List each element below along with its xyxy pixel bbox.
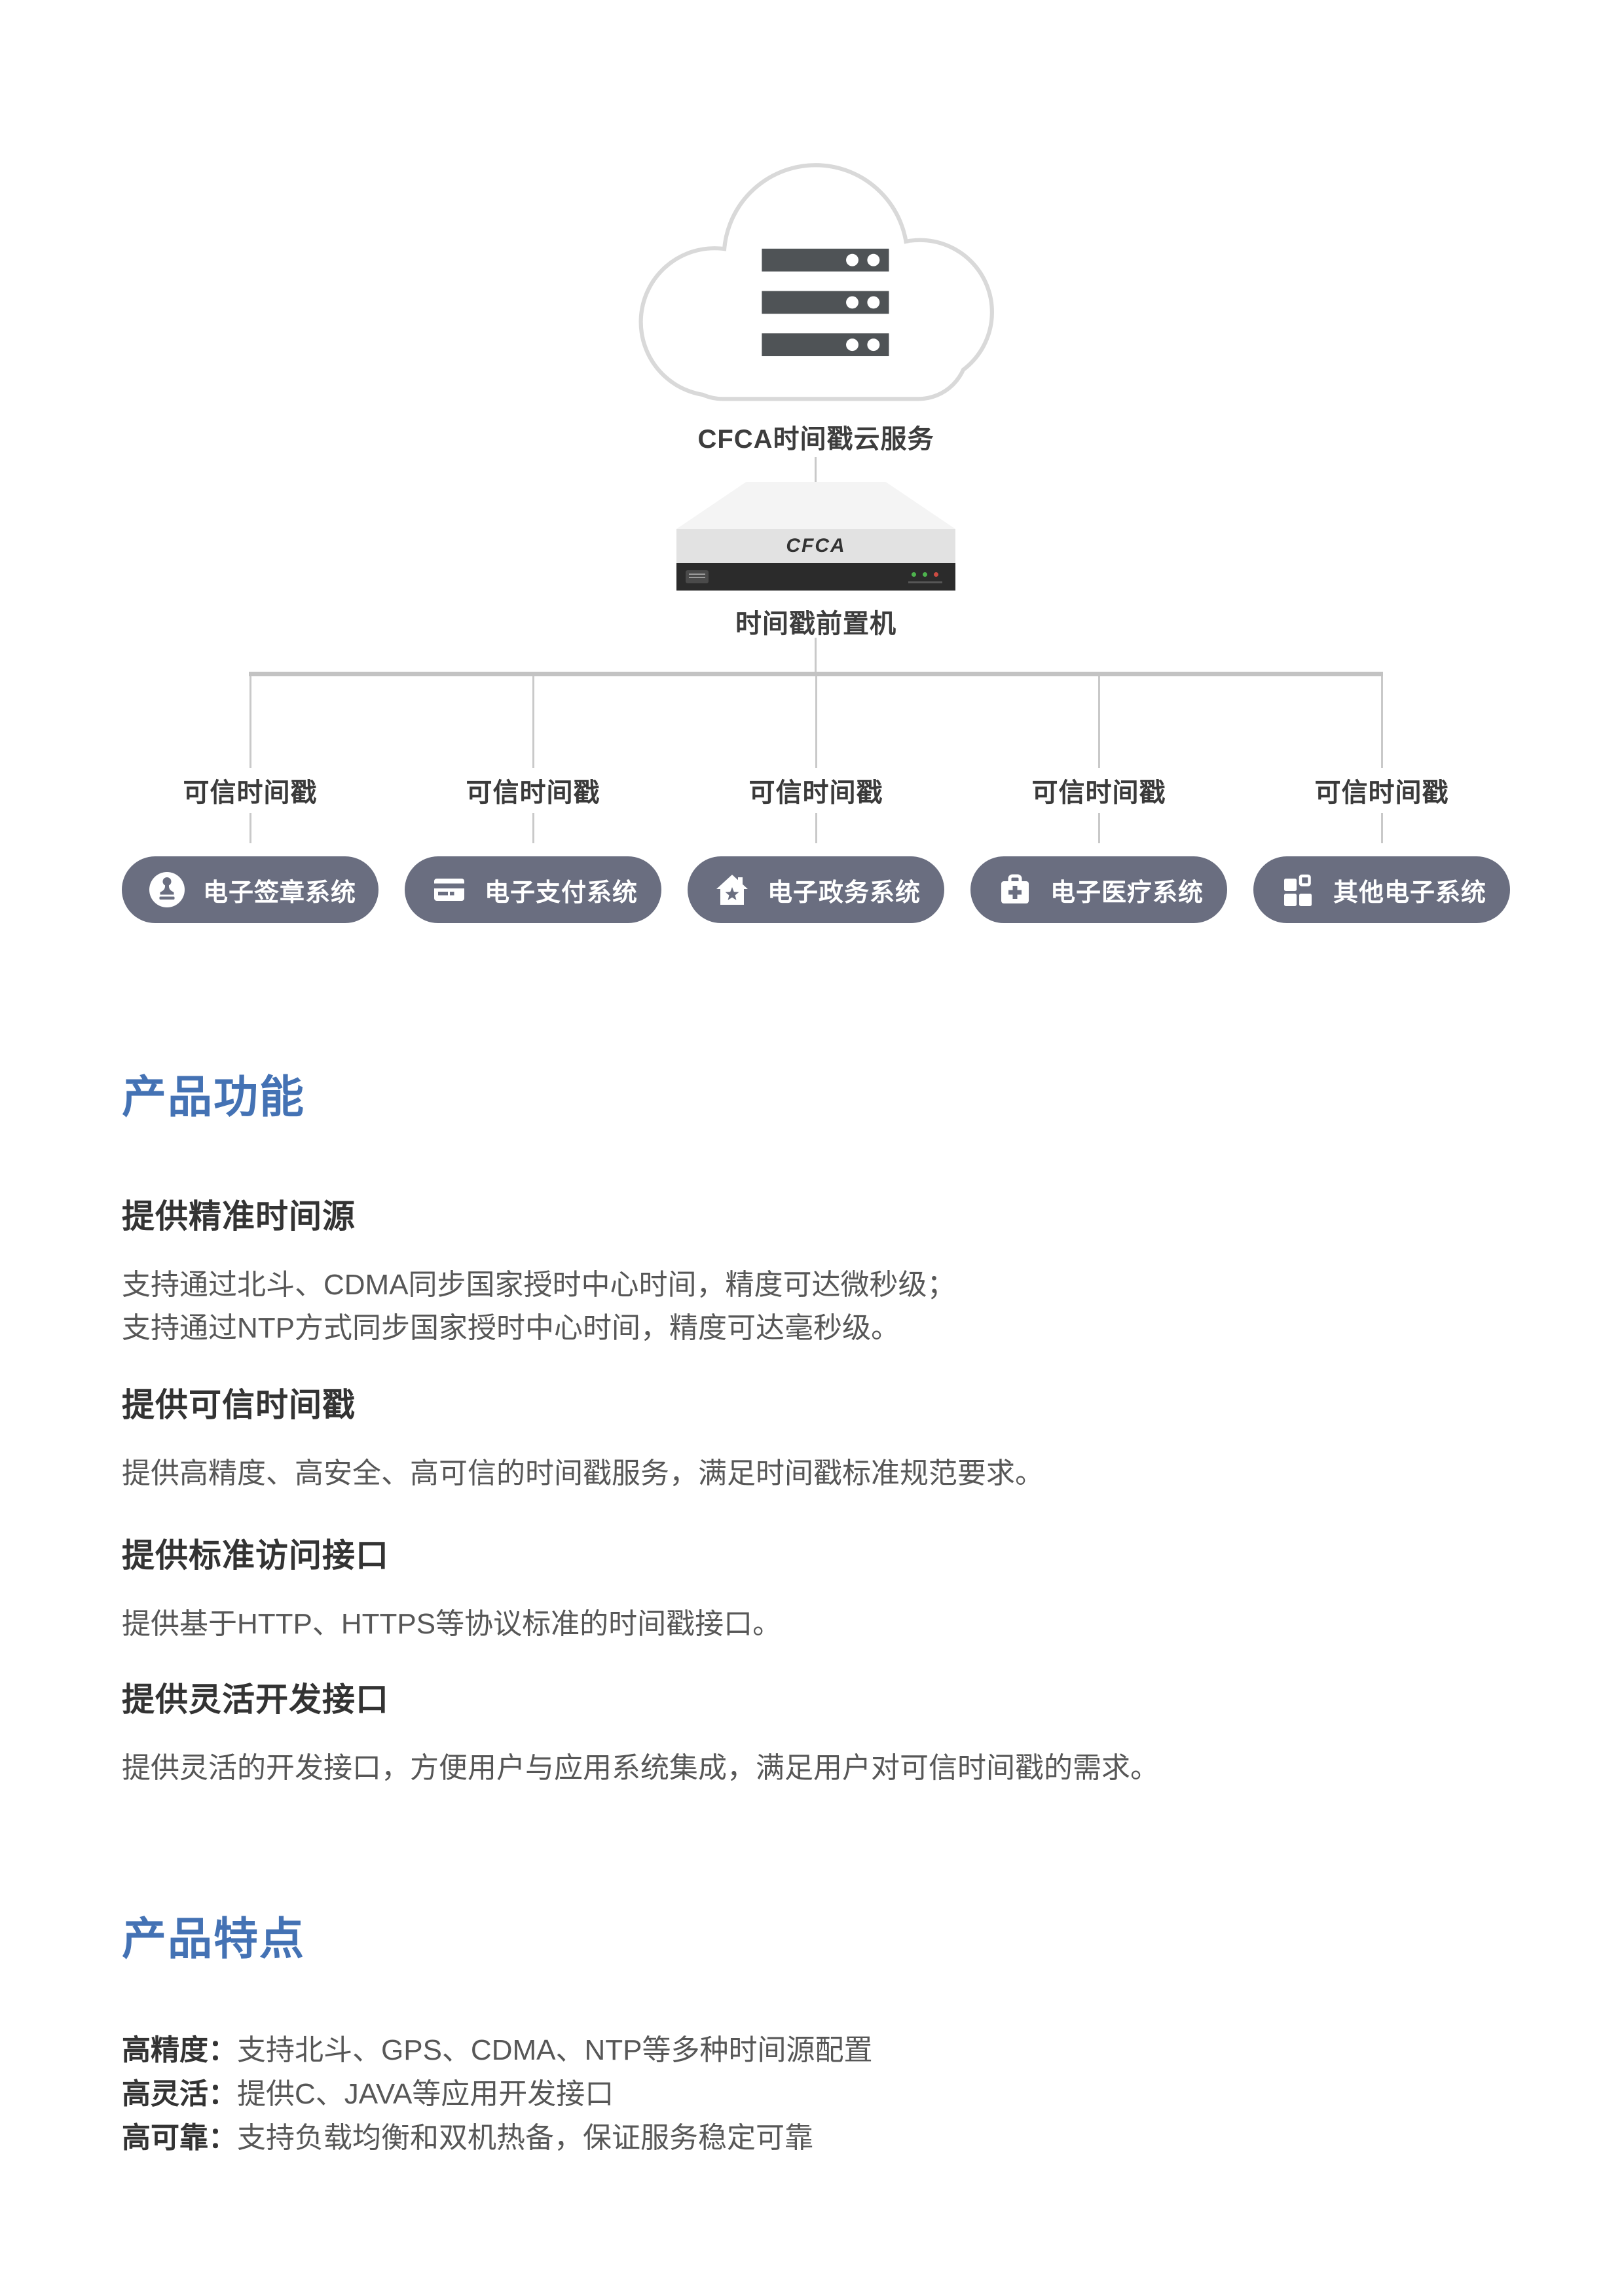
feature-line-reliability: 高可靠：支持负载均衡和双机热备，保证服务稳定可靠 [122,2116,872,2160]
cloud-service-icon [638,163,994,401]
stamp-icon [149,872,185,907]
system-label: 其他电子系统 [1333,879,1487,907]
trusted-timestamp-label: 可信时间戳 [183,778,318,807]
credit-card-icon [434,879,464,901]
medical-bag-icon [1001,874,1029,903]
feature-label: 高灵活： [122,2078,237,2110]
branch-line [532,676,534,768]
system-label: 电子政务系统 [767,879,921,907]
vent-grille-icon [686,570,709,583]
grid-apps-icon [1284,874,1312,906]
function-item-time-source: 提供精准时间源 支持通过北斗、CDMA同步国家授时中心时间，精度可达微秒级； 支… [122,1190,956,1350]
function-item-trusted-timestamp: 提供可信时间戳 提供高精度、高安全、高可信的时间戳服务，满足时间戳标准规范要求。 [122,1379,1044,1495]
connector-cloud-to-server [815,457,817,491]
system-label: 电子签章系统 [203,879,357,907]
branch-line [249,676,251,768]
trusted-timestamp-label: 可信时间戳 [1314,778,1449,807]
function-heading: 提供可信时间戳 [122,1387,356,1423]
frontend-server-device: CFCA [676,482,955,591]
server-rack-icon [762,248,889,357]
features-list: 高精度：支持北斗、GPS、CDMA、NTP等多种时间源配置 高灵活：提供C、JA… [122,2028,872,2160]
server-lower-panel [676,563,955,591]
function-item-flexible-api: 提供灵活开发接口 提供灵活的开发接口，方便用户与应用系统集成，满足用户对可信时间… [122,1673,1159,1790]
feature-label: 高精度： [122,2034,237,2066]
function-text-line: 支持通过北斗、CDMA同步国家授时中心时间，精度可达微秒级； [122,1269,956,1301]
status-led-icons [912,572,938,577]
system-node-emedical: 电子医疗系统 [970,856,1227,923]
function-heading: 提供灵活开发接口 [122,1681,389,1718]
function-item-standard-api: 提供标准访问接口 提供基于HTTP、HTTPS等协议标准的时间戳接口。 [122,1529,781,1646]
branch-line [532,813,534,843]
feature-line-precision: 高精度：支持北斗、GPS、CDMA、NTP等多种时间源配置 [122,2028,872,2072]
government-house-icon [716,875,748,905]
function-heading: 提供精准时间源 [122,1198,356,1235]
function-text-line: 提供高精度、高安全、高可信的时间戳服务，满足时间戳标准规范要求。 [122,1457,1044,1489]
trusted-timestamp-label: 可信时间戳 [748,778,883,807]
function-text-line: 提供灵活的开发接口，方便用户与应用系统集成，满足用户对可信时间戳的需求。 [122,1752,1159,1784]
function-heading: 提供标准访问接口 [122,1537,389,1574]
cloud-service-label: CFCA时间戳云服务 [697,425,934,454]
branch-line [1380,676,1383,768]
system-node-other: 其他电子系统 [1253,856,1510,923]
trusted-timestamp-label: 可信时间戳 [1031,778,1166,807]
branch-line [815,676,817,768]
panel-slot-line [908,581,942,583]
feature-text: 支持北斗、GPS、CDMA、NTP等多种时间源配置 [237,2034,873,2066]
device-logo: CFCA [786,535,846,556]
frontend-server-label: 时间戳前置机 [735,610,896,638]
server-front-panel: CFCA [676,529,955,563]
branch-line [815,813,817,843]
branch-line [1380,813,1383,843]
system-label: 电子支付系统 [485,879,638,907]
feature-line-flexibility: 高灵活：提供C、JAVA等应用开发接口 [122,2072,872,2116]
function-text-line: 提供基于HTTP、HTTPS等协议标准的时间戳接口。 [122,1608,782,1640]
server-top-face [676,482,955,529]
system-node-egovernment: 电子政务系统 [688,856,944,923]
branch-line [1098,813,1100,843]
feature-text: 提供C、JAVA等应用开发接口 [237,2078,614,2110]
trusted-timestamp-label: 可信时间戳 [466,778,600,807]
features-section-title: 产品特点 [122,1914,306,1964]
branch-line [249,813,251,843]
function-text-line: 支持通过NTP方式同步国家授时中心时间，精度可达毫秒级。 [122,1312,900,1344]
system-node-esignature: 电子签章系统 [122,856,378,923]
system-label: 电子医疗系统 [1050,879,1204,907]
feature-text: 支持负载均衡和双机热备，保证服务稳定可靠 [237,2122,813,2154]
functions-section-title: 产品功能 [122,1072,306,1122]
system-node-epayment: 电子支付系统 [405,856,661,923]
connector-server-to-bar [815,638,817,672]
distribution-bar [249,672,1383,676]
feature-label: 高可靠： [122,2122,237,2154]
branch-line [1098,676,1100,768]
